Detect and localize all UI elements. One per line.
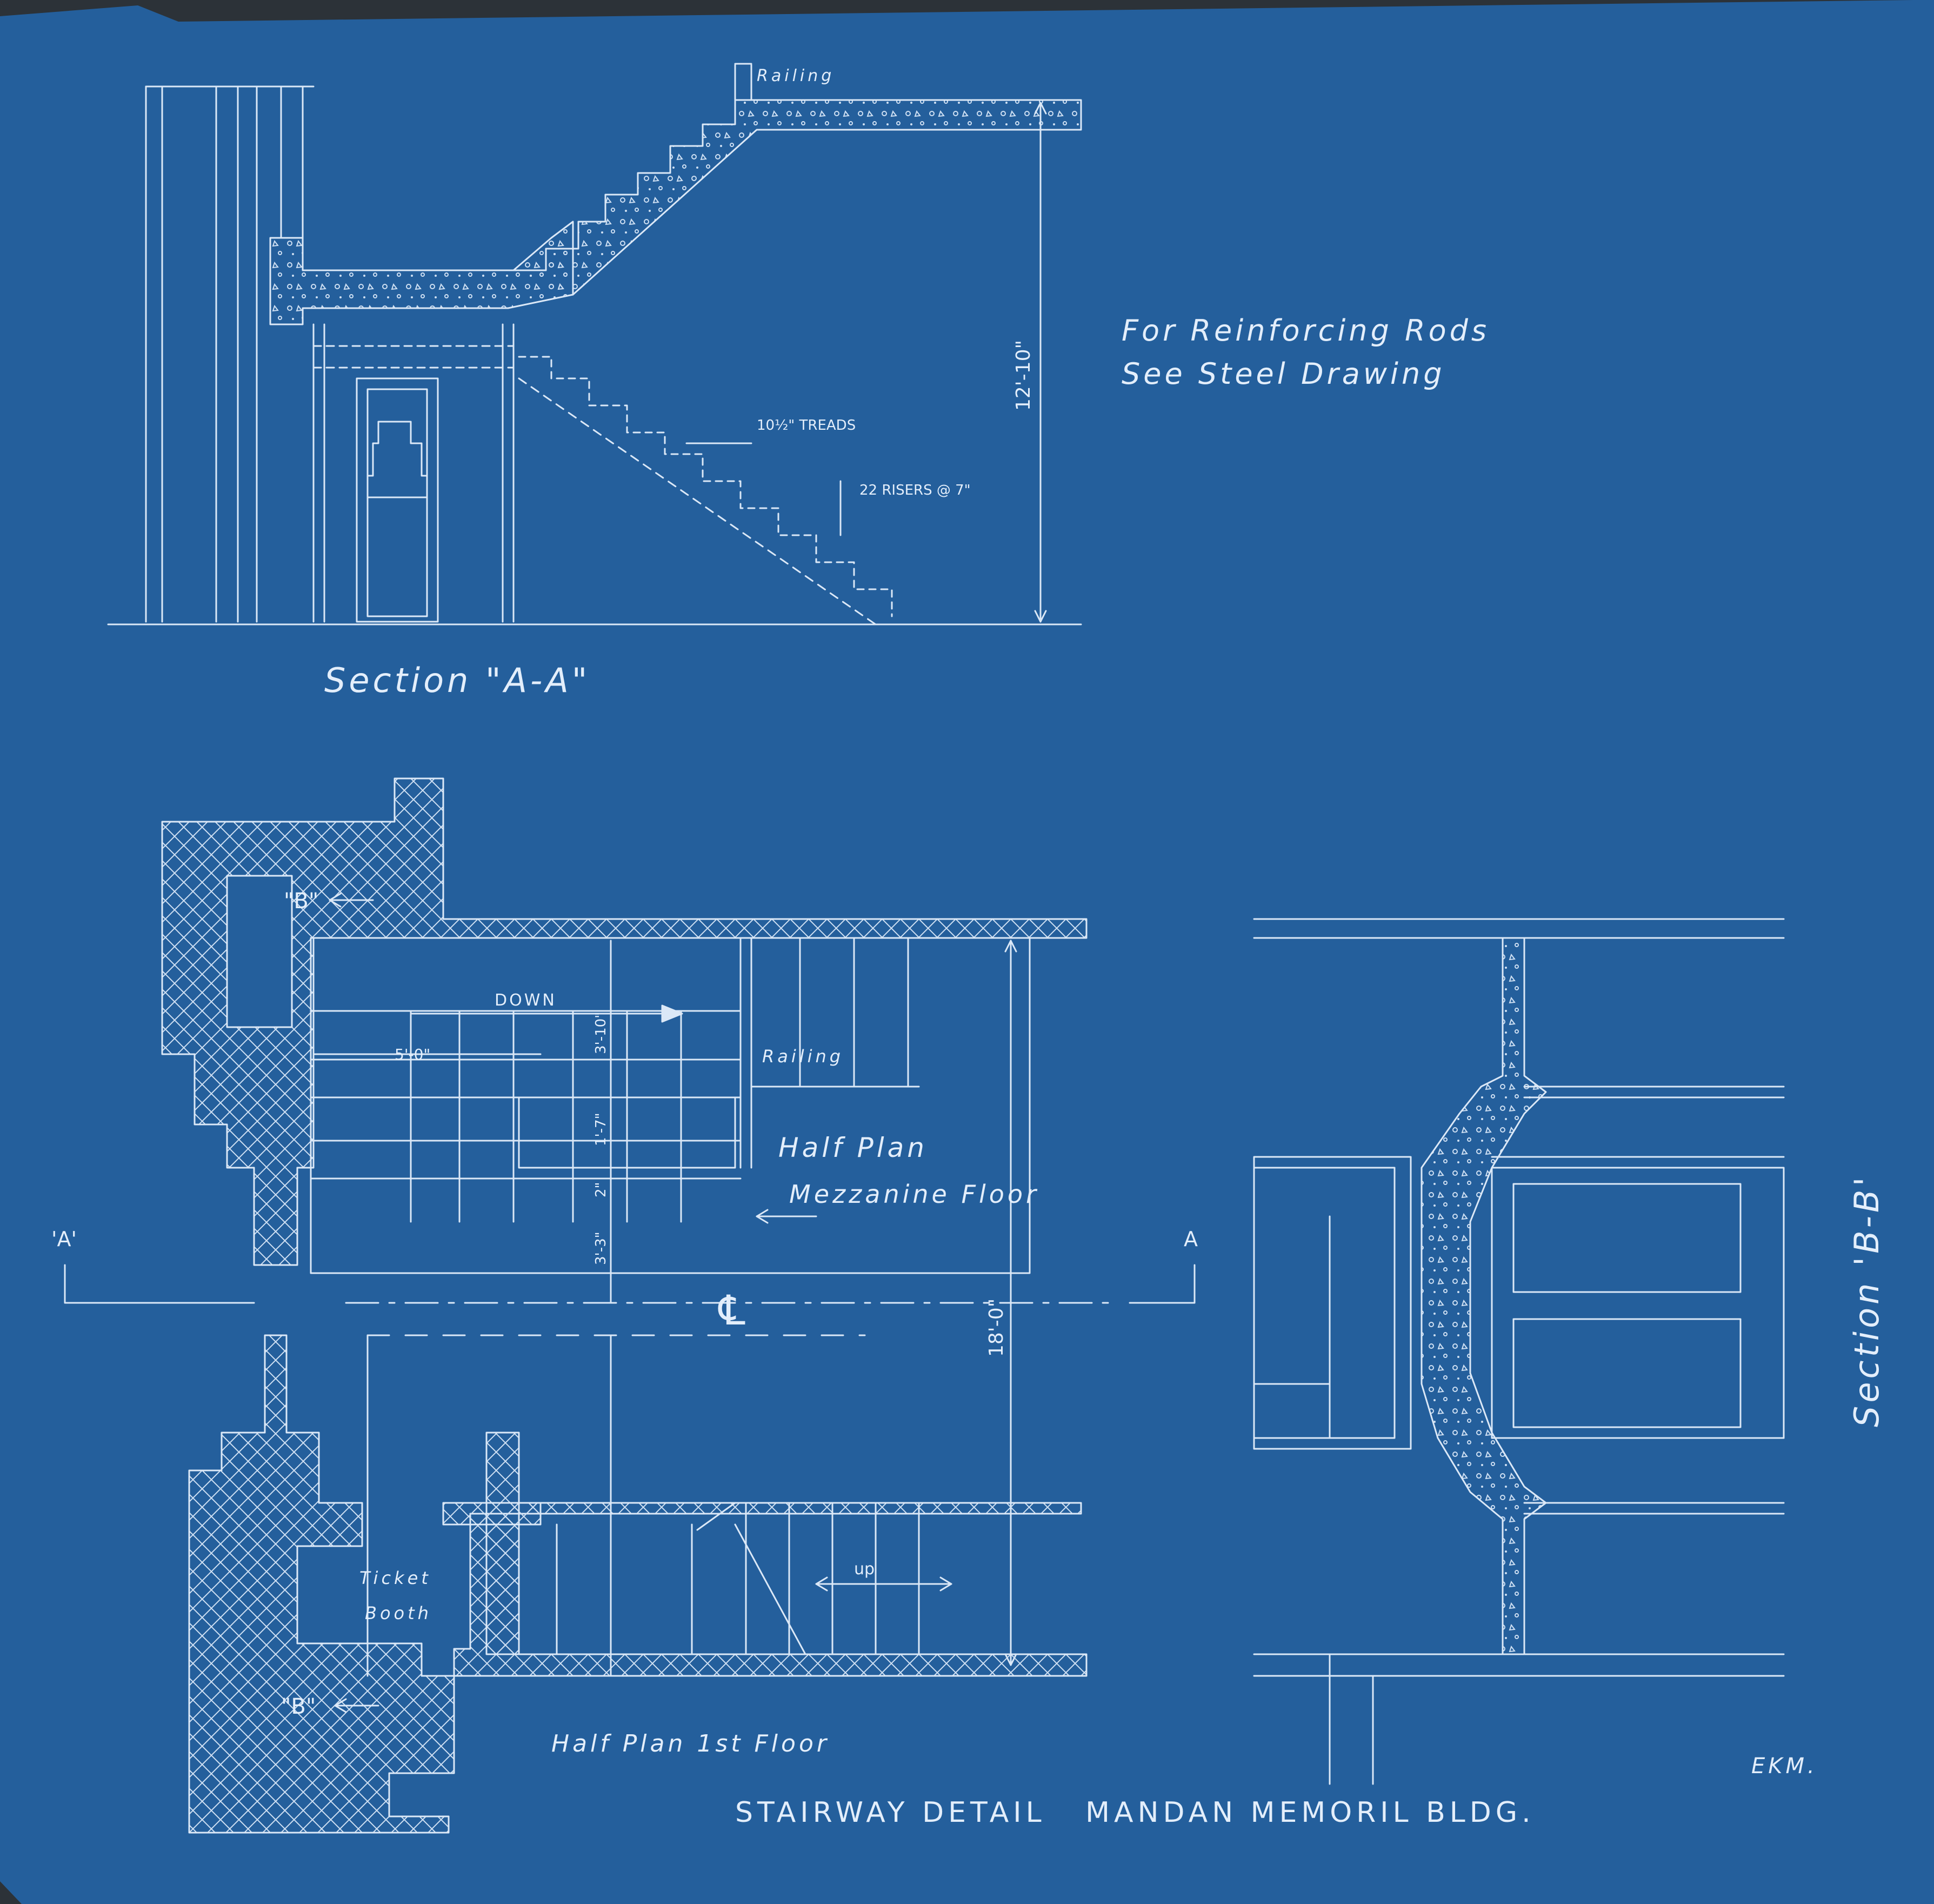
risers-label: 22 RISERS @ 7" [859,482,971,498]
dim-2: 2" [593,1182,609,1197]
mezzanine-title-line1: Half Plan [778,1132,928,1163]
mezzanine-plan [64,777,1196,1666]
cut-a-right-label: A [1184,1227,1198,1251]
rods-note-line2: See Steel Drawing [1122,357,1445,391]
section-aa [107,63,1082,625]
first-floor-plan [188,1334,1088,1834]
cut-a-left-label: 'A' [51,1227,77,1251]
labels: Railing 12'-10" 10½" TREADS 22 RISERS @ … [51,66,1886,1829]
drawing-title: STAIRWAY DETAIL MANDAN MEMORIL BLDG. [735,1796,1535,1829]
height-dim-label: 12'-10" [1012,340,1035,411]
railing-label-aa: Railing [757,66,835,85]
signature: EKM. [1751,1754,1818,1779]
section-bb [1253,918,1785,1785]
down-label: DOWN [495,991,557,1010]
section-bb-title: Section 'B-B' [1847,1174,1886,1428]
booth-label-line2: Booth [365,1603,432,1623]
first-floor-title: Half Plan 1st Floor [551,1730,830,1757]
dim-3-10: 3'-10" [593,1012,609,1054]
centerline-symbol: ℄ [718,1286,745,1334]
width-dim-label: 5'-0" [395,1046,430,1063]
cut-b-bottom-label: "B" [281,1694,316,1719]
section-aa-title: Section "A-A" [324,661,590,700]
up-label: up [854,1560,875,1579]
dim-1-7: 1'-7" [593,1113,609,1146]
treads-label: 10½" TREADS [757,417,856,434]
overall-dim-label: 18'-0" [985,1299,1008,1357]
cut-b-top-label: "B" [284,889,318,914]
rods-note-line1: For Reinforcing Rods [1122,314,1490,348]
railing-label-plan: Railing [762,1046,844,1067]
booth-label-line1: Ticket [359,1568,431,1588]
dim-3-3: 3'-3" [593,1231,609,1265]
mezzanine-title-line2: Mezzanine Floor [789,1180,1039,1209]
